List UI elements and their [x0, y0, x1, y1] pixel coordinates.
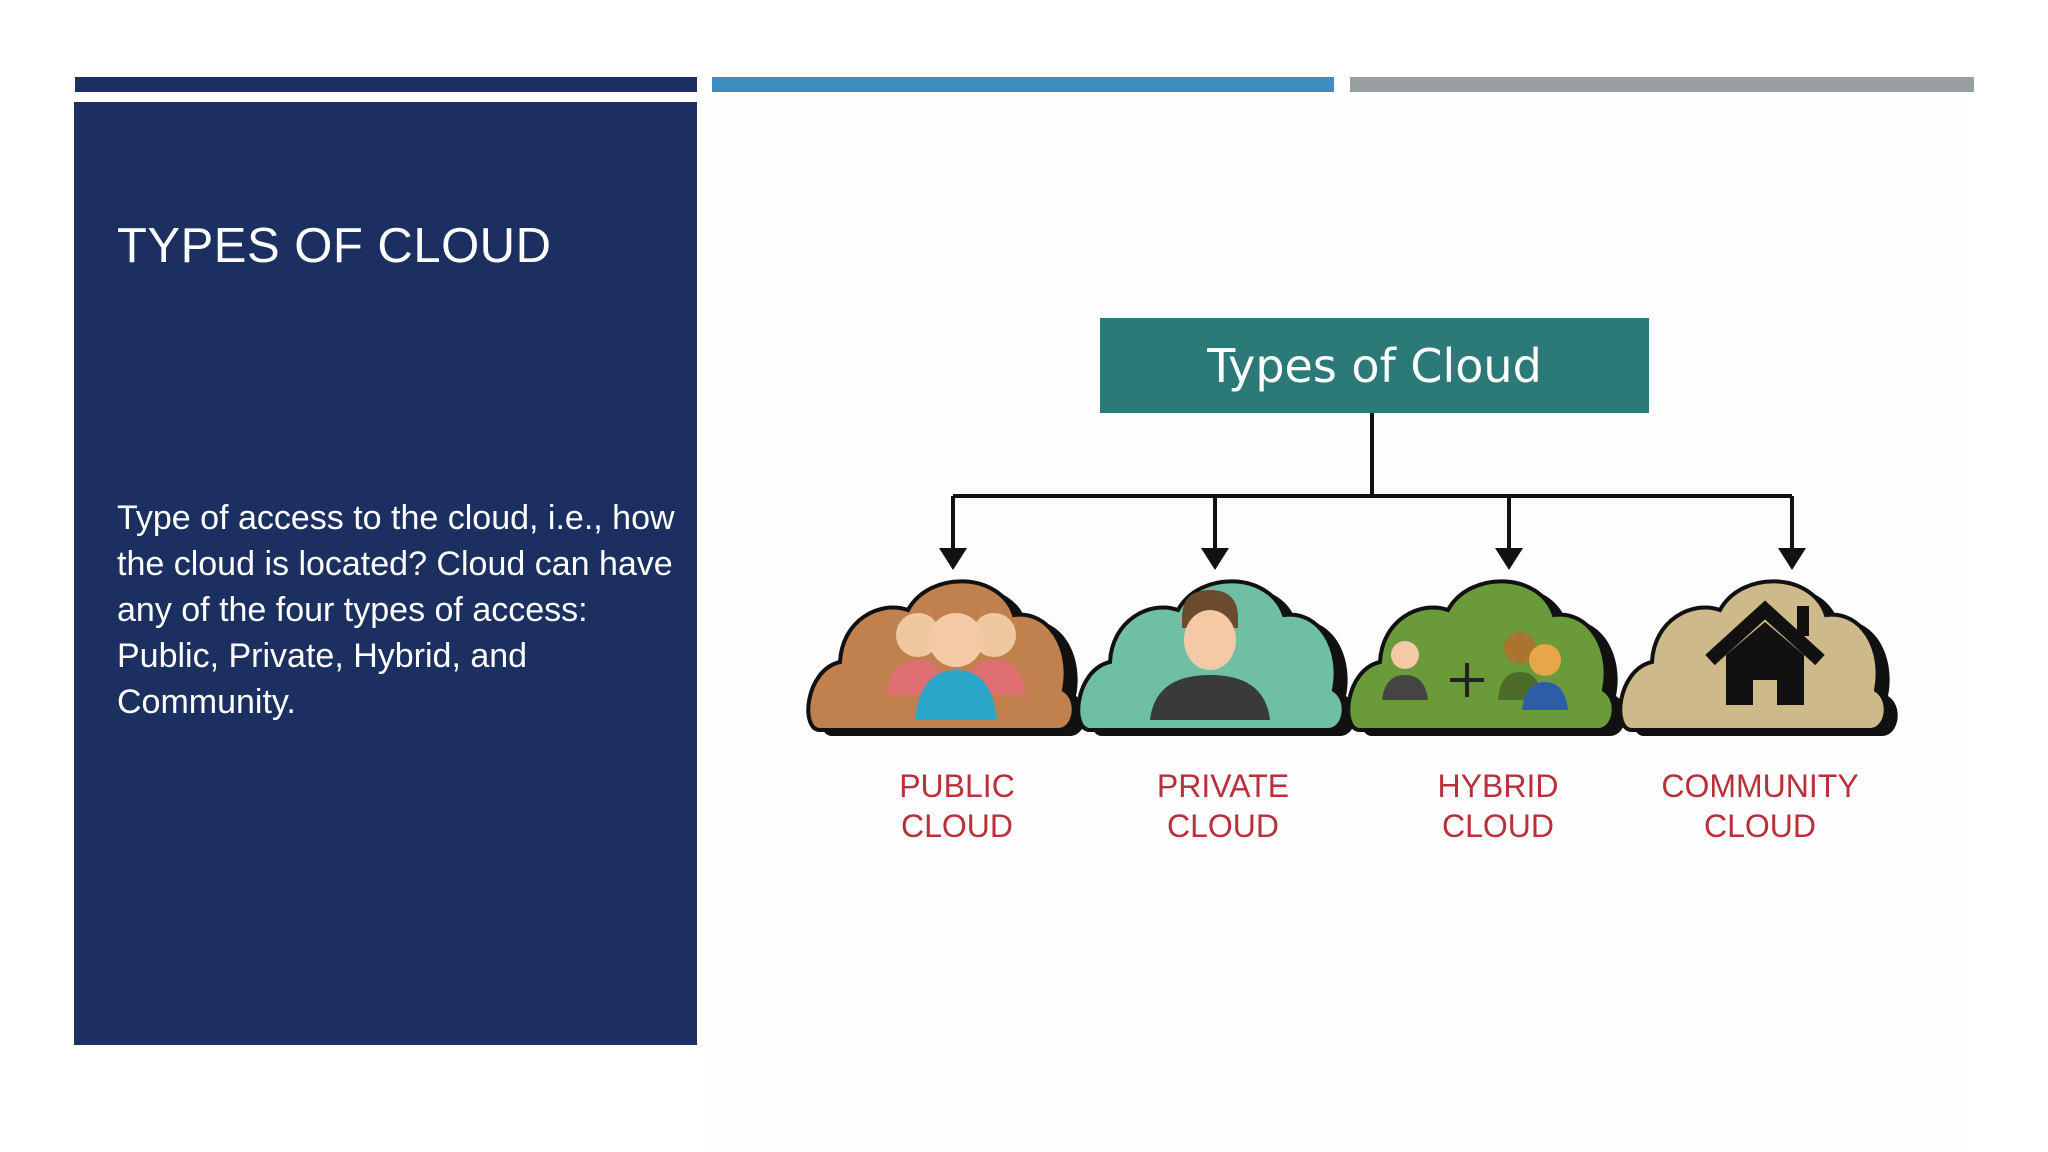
- community-cloud-label-line2: CLOUD: [1703, 808, 1816, 844]
- arrowheads: [939, 548, 1806, 570]
- private-cloud-label-line2: CLOUD: [1166, 808, 1279, 844]
- slide-title: TYPES OF CLOUD: [117, 219, 552, 273]
- accent-bar-gray: [1350, 77, 1974, 92]
- private-cloud-label-line1: PRIVATE: [1156, 768, 1290, 804]
- group-people-icon: [886, 613, 1026, 720]
- arrowhead-public: [939, 548, 967, 570]
- diagram-title-box: Types of Cloud: [1100, 318, 1649, 413]
- community-cloud-label: COMMUNITY CLOUD: [1630, 766, 1890, 846]
- arrowhead-community: [1778, 548, 1806, 570]
- person-plus-group-icon: [1382, 632, 1568, 710]
- arrowhead-hybrid: [1495, 548, 1523, 570]
- arrowhead-private: [1201, 548, 1229, 570]
- left-panel: TYPES OF CLOUD Type of access to the clo…: [74, 102, 697, 1045]
- community-cloud-label-line1: COMMUNITY: [1661, 768, 1859, 804]
- diagram-title: Types of Cloud: [1207, 338, 1542, 393]
- private-cloud-label: PRIVATE CLOUD: [1093, 766, 1353, 846]
- slide-body-text: Type of access to the cloud, i.e., how t…: [117, 499, 675, 721]
- hybrid-cloud-label: HYBRID CLOUD: [1368, 766, 1628, 846]
- single-person-icon: [1150, 590, 1270, 720]
- house-icon: [1705, 600, 1825, 705]
- connector-tree: [951, 413, 1794, 556]
- public-cloud-label-line1: PUBLIC: [899, 768, 1015, 804]
- hybrid-cloud-label-line2: CLOUD: [1441, 808, 1554, 844]
- accent-bar-blue: [712, 77, 1334, 92]
- hybrid-cloud-label-line1: HYBRID: [1437, 768, 1559, 804]
- public-cloud-label: PUBLIC CLOUD: [827, 766, 1087, 846]
- accent-bar-navy: [75, 77, 697, 92]
- public-cloud-label-line2: CLOUD: [900, 808, 1013, 844]
- hybrid-cloud-shape: [1346, 579, 1626, 736]
